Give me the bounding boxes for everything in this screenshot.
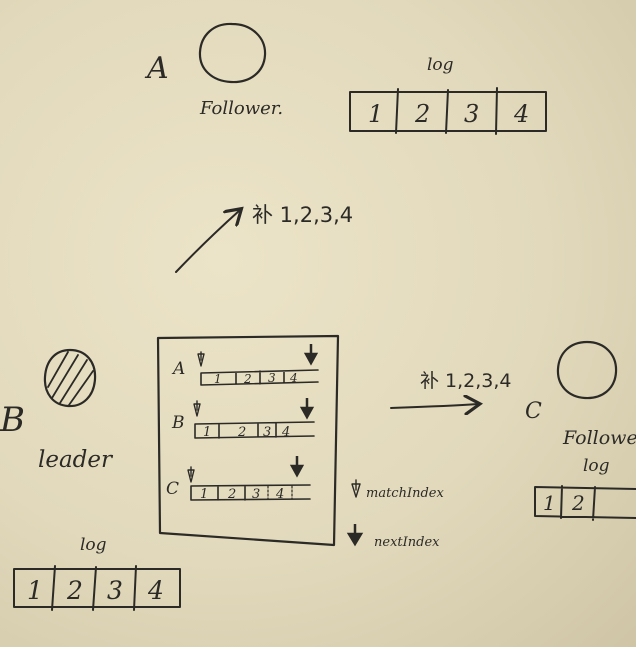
- node-c-role: Follower: [562, 427, 636, 449]
- node-b-log-entry: 3: [107, 576, 123, 605]
- node-b-hatched-circle: [43, 348, 97, 408]
- legend-match-index: matchIndex: [366, 486, 444, 501]
- node-b-role: leader: [38, 447, 114, 473]
- node-a-log: 1 2 3 4: [349, 87, 547, 135]
- node-b-letter: B: [0, 400, 25, 440]
- node-b-log-label: log: [80, 535, 107, 555]
- state-row-label: B: [171, 413, 185, 433]
- node-a-log-entry: 2: [414, 100, 430, 128]
- node-c-log-label: log: [583, 456, 610, 476]
- node-c-log-entry: 1: [543, 491, 556, 515]
- node-b-log: 1 2 3 4: [13, 565, 181, 611]
- next-index-marker-icon: [299, 398, 315, 420]
- node-b: B leader log 1 2 3 4: [0, 348, 181, 611]
- state-entry: 3: [252, 487, 260, 502]
- node-a-log-entry: 4: [513, 100, 529, 128]
- state-entry: 4: [281, 425, 290, 440]
- state-entry: 2: [227, 487, 236, 502]
- state-row-b: B 1 2 3 4: [171, 398, 315, 440]
- node-c-circle: [556, 340, 618, 400]
- next-index-marker-icon: [303, 344, 319, 366]
- arrow-leader-to-a: 补 1,2,3,4: [175, 203, 353, 273]
- state-entry: 4: [275, 487, 284, 502]
- state-entry: 2: [237, 425, 246, 440]
- state-entry: 3: [263, 425, 271, 440]
- state-entry: 3: [268, 371, 276, 385]
- arrow-to-a-label: 补 1,2,3,4: [252, 203, 353, 227]
- next-index-marker-icon: [289, 456, 305, 478]
- state-entry: 1: [214, 372, 222, 386]
- match-index-marker-icon: [187, 466, 195, 483]
- arrow-to-c-label: 补 1,2,3,4: [420, 370, 512, 392]
- node-b-log-entry: 2: [66, 576, 83, 605]
- arrow-right-icon: [390, 404, 478, 408]
- match-index-legend-icon: [351, 479, 361, 498]
- node-a-log-entry: 3: [464, 100, 479, 128]
- next-index-legend-icon: [346, 524, 364, 547]
- state-row-label: C: [166, 479, 179, 499]
- node-c-log: 1 2: [534, 485, 636, 521]
- node-a: A Follower. log 1 2 3 4: [144, 22, 547, 135]
- state-entry: 1: [203, 425, 211, 440]
- node-a-circle: [198, 22, 267, 84]
- node-c-log-entry: 2: [571, 491, 585, 515]
- node-a-log-label: log: [427, 55, 454, 75]
- state-row-label: A: [171, 359, 185, 379]
- node-c: C Follower log 1 2: [525, 340, 636, 521]
- node-a-log-entry: 1: [368, 100, 383, 128]
- node-a-letter: A: [144, 51, 169, 86]
- node-b-log-entry: 4: [147, 576, 164, 605]
- arrow-leader-to-c: 补 1,2,3,4: [390, 370, 512, 408]
- node-b-log-entry: 1: [27, 576, 43, 605]
- node-a-role: Follower.: [199, 98, 283, 119]
- arrow-up-right-icon: [175, 210, 240, 273]
- state-entry: 1: [200, 487, 208, 502]
- match-index-marker-icon: [193, 400, 201, 417]
- state-row-a: A 1 2 3 4: [171, 344, 319, 386]
- leader-state-box: A 1 2 3 4 B 1 2 3 4 C 1 2: [156, 334, 340, 547]
- legend: matchIndex nextIndex: [346, 479, 444, 550]
- state-entry: 2: [243, 372, 252, 386]
- match-index-marker-icon: [197, 351, 205, 367]
- state-row-c: C 1 2 3 4: [166, 456, 311, 502]
- node-c-letter: C: [525, 399, 542, 424]
- state-entry: 4: [289, 371, 298, 385]
- legend-next-index: nextIndex: [374, 535, 440, 550]
